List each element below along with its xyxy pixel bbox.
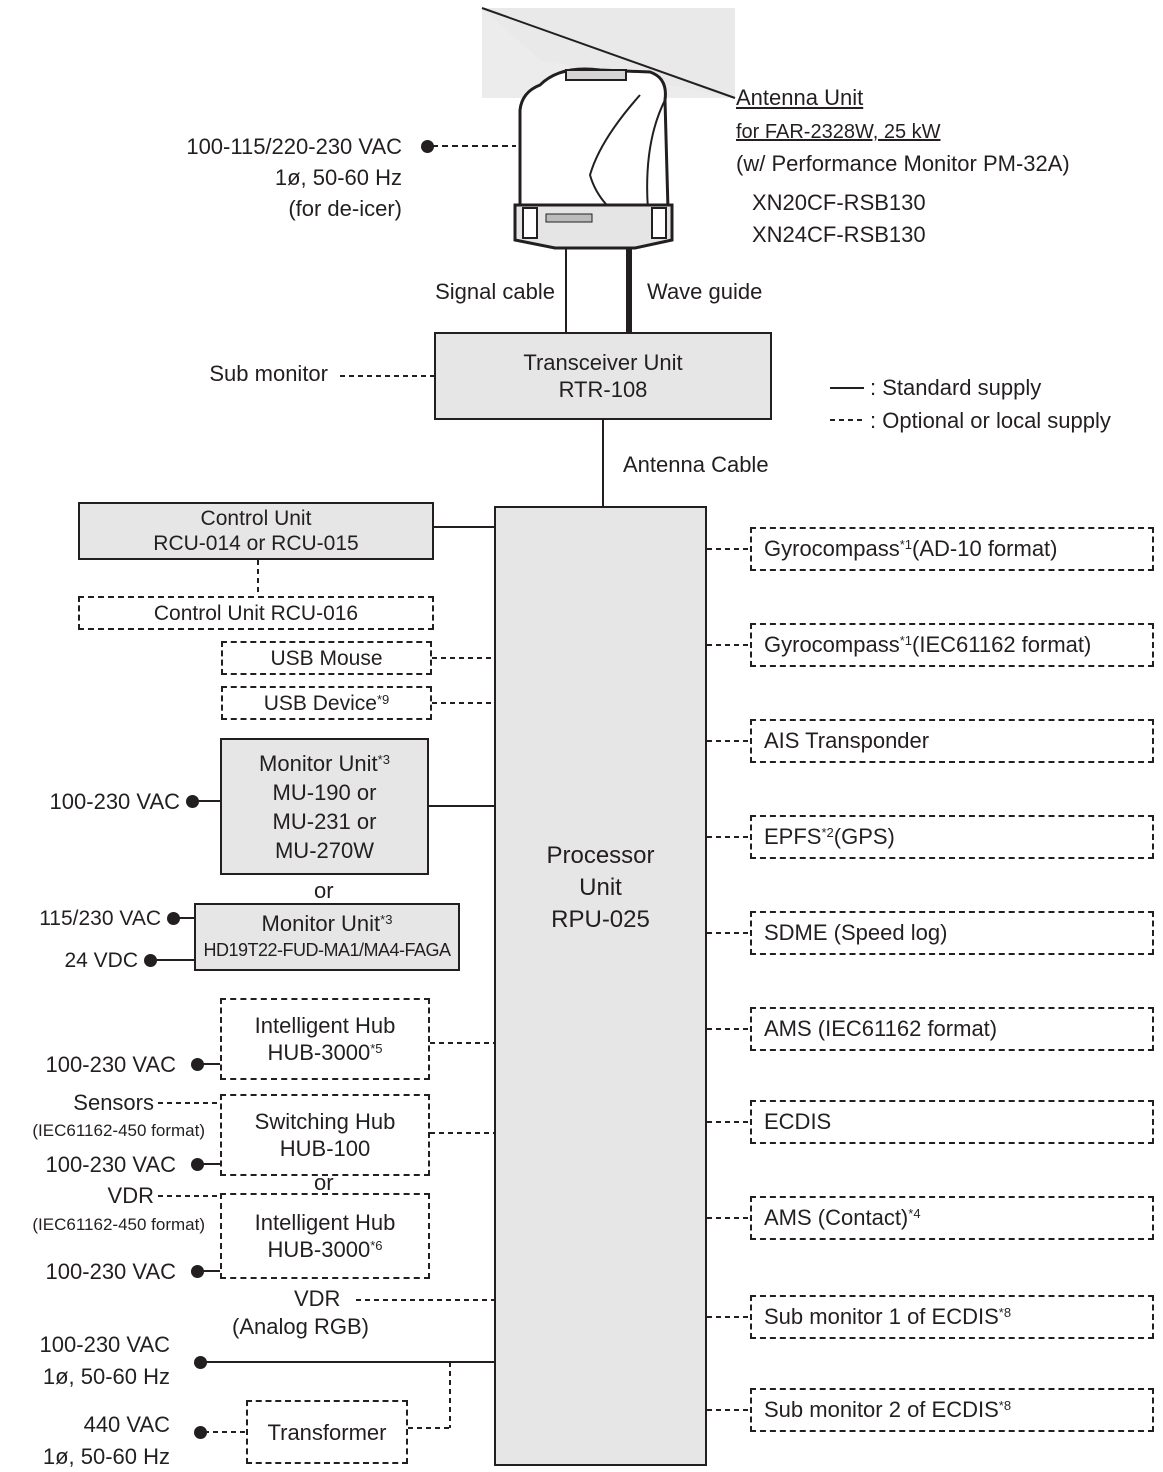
monitor-unit-hd-line2: HD19T22-FUD-MA1/MA4-FAGA xyxy=(203,940,451,960)
sub-monitor-1-box: Sub monitor 1 of ECDIS*8 xyxy=(750,1295,1154,1339)
control-unit-016-box: Control Unit RCU-016 xyxy=(78,596,434,630)
sensors-format: (IEC61162-450 format) xyxy=(32,1121,205,1140)
antenna-unit-note: (w/ Performance Monitor PM-32A) xyxy=(736,151,1070,176)
processor-unit-box: Processor Unit RPU-025 xyxy=(494,506,707,1466)
control-unit-line1: Control Unit xyxy=(200,507,312,530)
gyrocompass-ad10-box: Gyrocompass*1 (AD-10 format) xyxy=(750,527,1154,571)
monitor-unit-power: 100-230 VAC xyxy=(49,789,180,814)
wave-guide-label: Wave guide xyxy=(647,279,763,304)
sub-monitor-2-box: Sub monitor 2 of ECDIS*8 xyxy=(750,1388,1154,1432)
vdr-format: (IEC61162-450 format) xyxy=(32,1215,205,1234)
antenna-drawing xyxy=(481,7,736,250)
ams-iec-box: AMS (IEC61162 format) xyxy=(750,1007,1154,1051)
control-unit-line2: RCU-014 or RCU-015 xyxy=(153,532,359,555)
antenna-cable-label: Antenna Cable xyxy=(623,452,769,477)
processor-line1: Processor xyxy=(546,842,655,869)
antenna-power-note: (for de-icer) xyxy=(288,196,402,221)
monitor-unit-line2: MU-190 or xyxy=(272,779,377,805)
intelligent-hub-1-box: Intelligent Hub HUB-3000*5 xyxy=(220,998,430,1080)
processor-line3: RPU-025 xyxy=(551,906,650,933)
legend-optional: : Optional or local supply xyxy=(870,408,1111,433)
usb-mouse-box: USB Mouse xyxy=(221,641,432,675)
antenna-model-1: XN20CF-RSB130 xyxy=(752,190,926,215)
gyrocompass-iec-box: Gyrocompass*1 (IEC61162 format) xyxy=(750,623,1154,667)
control-unit-016-label: Control Unit RCU-016 xyxy=(153,601,359,625)
monitor-unit-line4: MU-270W xyxy=(274,837,374,863)
transformer-label: Transformer xyxy=(267,1419,387,1445)
transceiver-line2: RTR-108 xyxy=(558,377,648,402)
usb-mouse-label: USB Mouse xyxy=(270,646,383,670)
monitor-unit-line3: MU-231 or xyxy=(272,808,377,834)
hub2-power: 100-230 VAC xyxy=(45,1259,176,1284)
monitor-unit-box: Monitor Unit*3 MU-190 or MU-231 or MU-27… xyxy=(220,738,429,875)
intelligent-hub-2-line1: Intelligent Hub xyxy=(254,1210,396,1235)
ecdis-box: ECDIS xyxy=(750,1100,1154,1144)
monitor-unit-hd-line1: Monitor Unit*3 xyxy=(261,911,393,936)
usb-device-box: USB Device*9 xyxy=(221,686,432,720)
power-connector-dot xyxy=(186,795,199,808)
transformer-box: Transformer xyxy=(246,1400,408,1464)
legend-standard: : Standard supply xyxy=(870,375,1042,400)
intelligent-hub-2-box: Intelligent Hub HUB-3000*6 xyxy=(220,1193,430,1279)
power-connector-dot xyxy=(191,1265,204,1278)
or-label-1: or xyxy=(314,878,334,903)
antenna-power-phase: 1ø, 50-60 Hz xyxy=(274,165,402,190)
hub1-power: 100-230 VAC xyxy=(45,1052,176,1077)
sub-monitor-label: Sub monitor xyxy=(209,361,328,386)
main-power-line1: 100-230 VAC xyxy=(39,1332,170,1357)
power-connector-dot xyxy=(421,140,434,153)
switching-hub-power: 100-230 VAC xyxy=(45,1152,176,1177)
power-connector-dot xyxy=(194,1356,207,1369)
main-power-line2: 1ø, 50-60 Hz xyxy=(42,1364,170,1389)
sdme-box: SDME (Speed log) xyxy=(750,911,1154,955)
power-connector-dot xyxy=(194,1426,207,1439)
antenna-model-2: XN24CF-RSB130 xyxy=(752,222,926,247)
vdr-analog-line2: (Analog RGB) xyxy=(232,1314,369,1339)
antenna-unit-subtitle: for FAR-2328W, 25 kW xyxy=(736,121,941,143)
antenna-power-voltage: 100-115/220-230 VAC xyxy=(186,134,402,159)
monitor-unit-line1: Monitor Unit*3 xyxy=(259,750,390,776)
monitor-hd-power-1: 115/230 VAC xyxy=(39,907,161,930)
power-connector-dot xyxy=(167,912,180,925)
antenna-unit-title: Antenna Unit xyxy=(736,85,864,110)
sensors-label: Sensors xyxy=(73,1090,154,1115)
power-440-line1: 440 VAC xyxy=(83,1412,170,1437)
transceiver-line1: Transceiver Unit xyxy=(523,350,683,375)
monitor-unit-hd-box: Monitor Unit*3 HD19T22-FUD-MA1/MA4-FAGA xyxy=(194,903,460,971)
power-connector-dot xyxy=(191,1058,204,1071)
power-connector-dot xyxy=(144,954,157,967)
processor-line2: Unit xyxy=(579,874,622,901)
vdr-label: VDR xyxy=(107,1183,154,1208)
control-unit-box: Control Unit RCU-014 or RCU-015 xyxy=(78,502,434,560)
intelligent-hub-2-line2: HUB-3000*6 xyxy=(267,1237,383,1262)
intelligent-hub-1-line1: Intelligent Hub xyxy=(254,1013,396,1038)
power-connector-dot xyxy=(191,1158,204,1171)
transceiver-unit-box: Transceiver Unit RTR-108 xyxy=(434,332,772,420)
usb-device-label: USB Device*9 xyxy=(263,691,390,715)
intelligent-hub-1-line2: HUB-3000*5 xyxy=(267,1040,383,1065)
signal-cable-label: Signal cable xyxy=(435,279,555,304)
ais-transponder-box: AIS Transponder xyxy=(750,719,1154,763)
switching-hub-line1: Switching Hub xyxy=(254,1109,396,1134)
epfs-box: EPFS*2 (GPS) xyxy=(750,815,1154,859)
switching-hub-line2: HUB-100 xyxy=(279,1136,371,1161)
power-440-line2: 1ø, 50-60 Hz xyxy=(42,1444,170,1469)
vdr-analog-line1: VDR xyxy=(294,1286,341,1311)
switching-hub-box: Switching Hub HUB-100 xyxy=(220,1094,430,1176)
ams-contact-box: AMS (Contact)*4 xyxy=(750,1196,1154,1240)
monitor-hd-power-2: 24 VDC xyxy=(64,949,138,972)
or-label-2: or xyxy=(314,1170,334,1195)
